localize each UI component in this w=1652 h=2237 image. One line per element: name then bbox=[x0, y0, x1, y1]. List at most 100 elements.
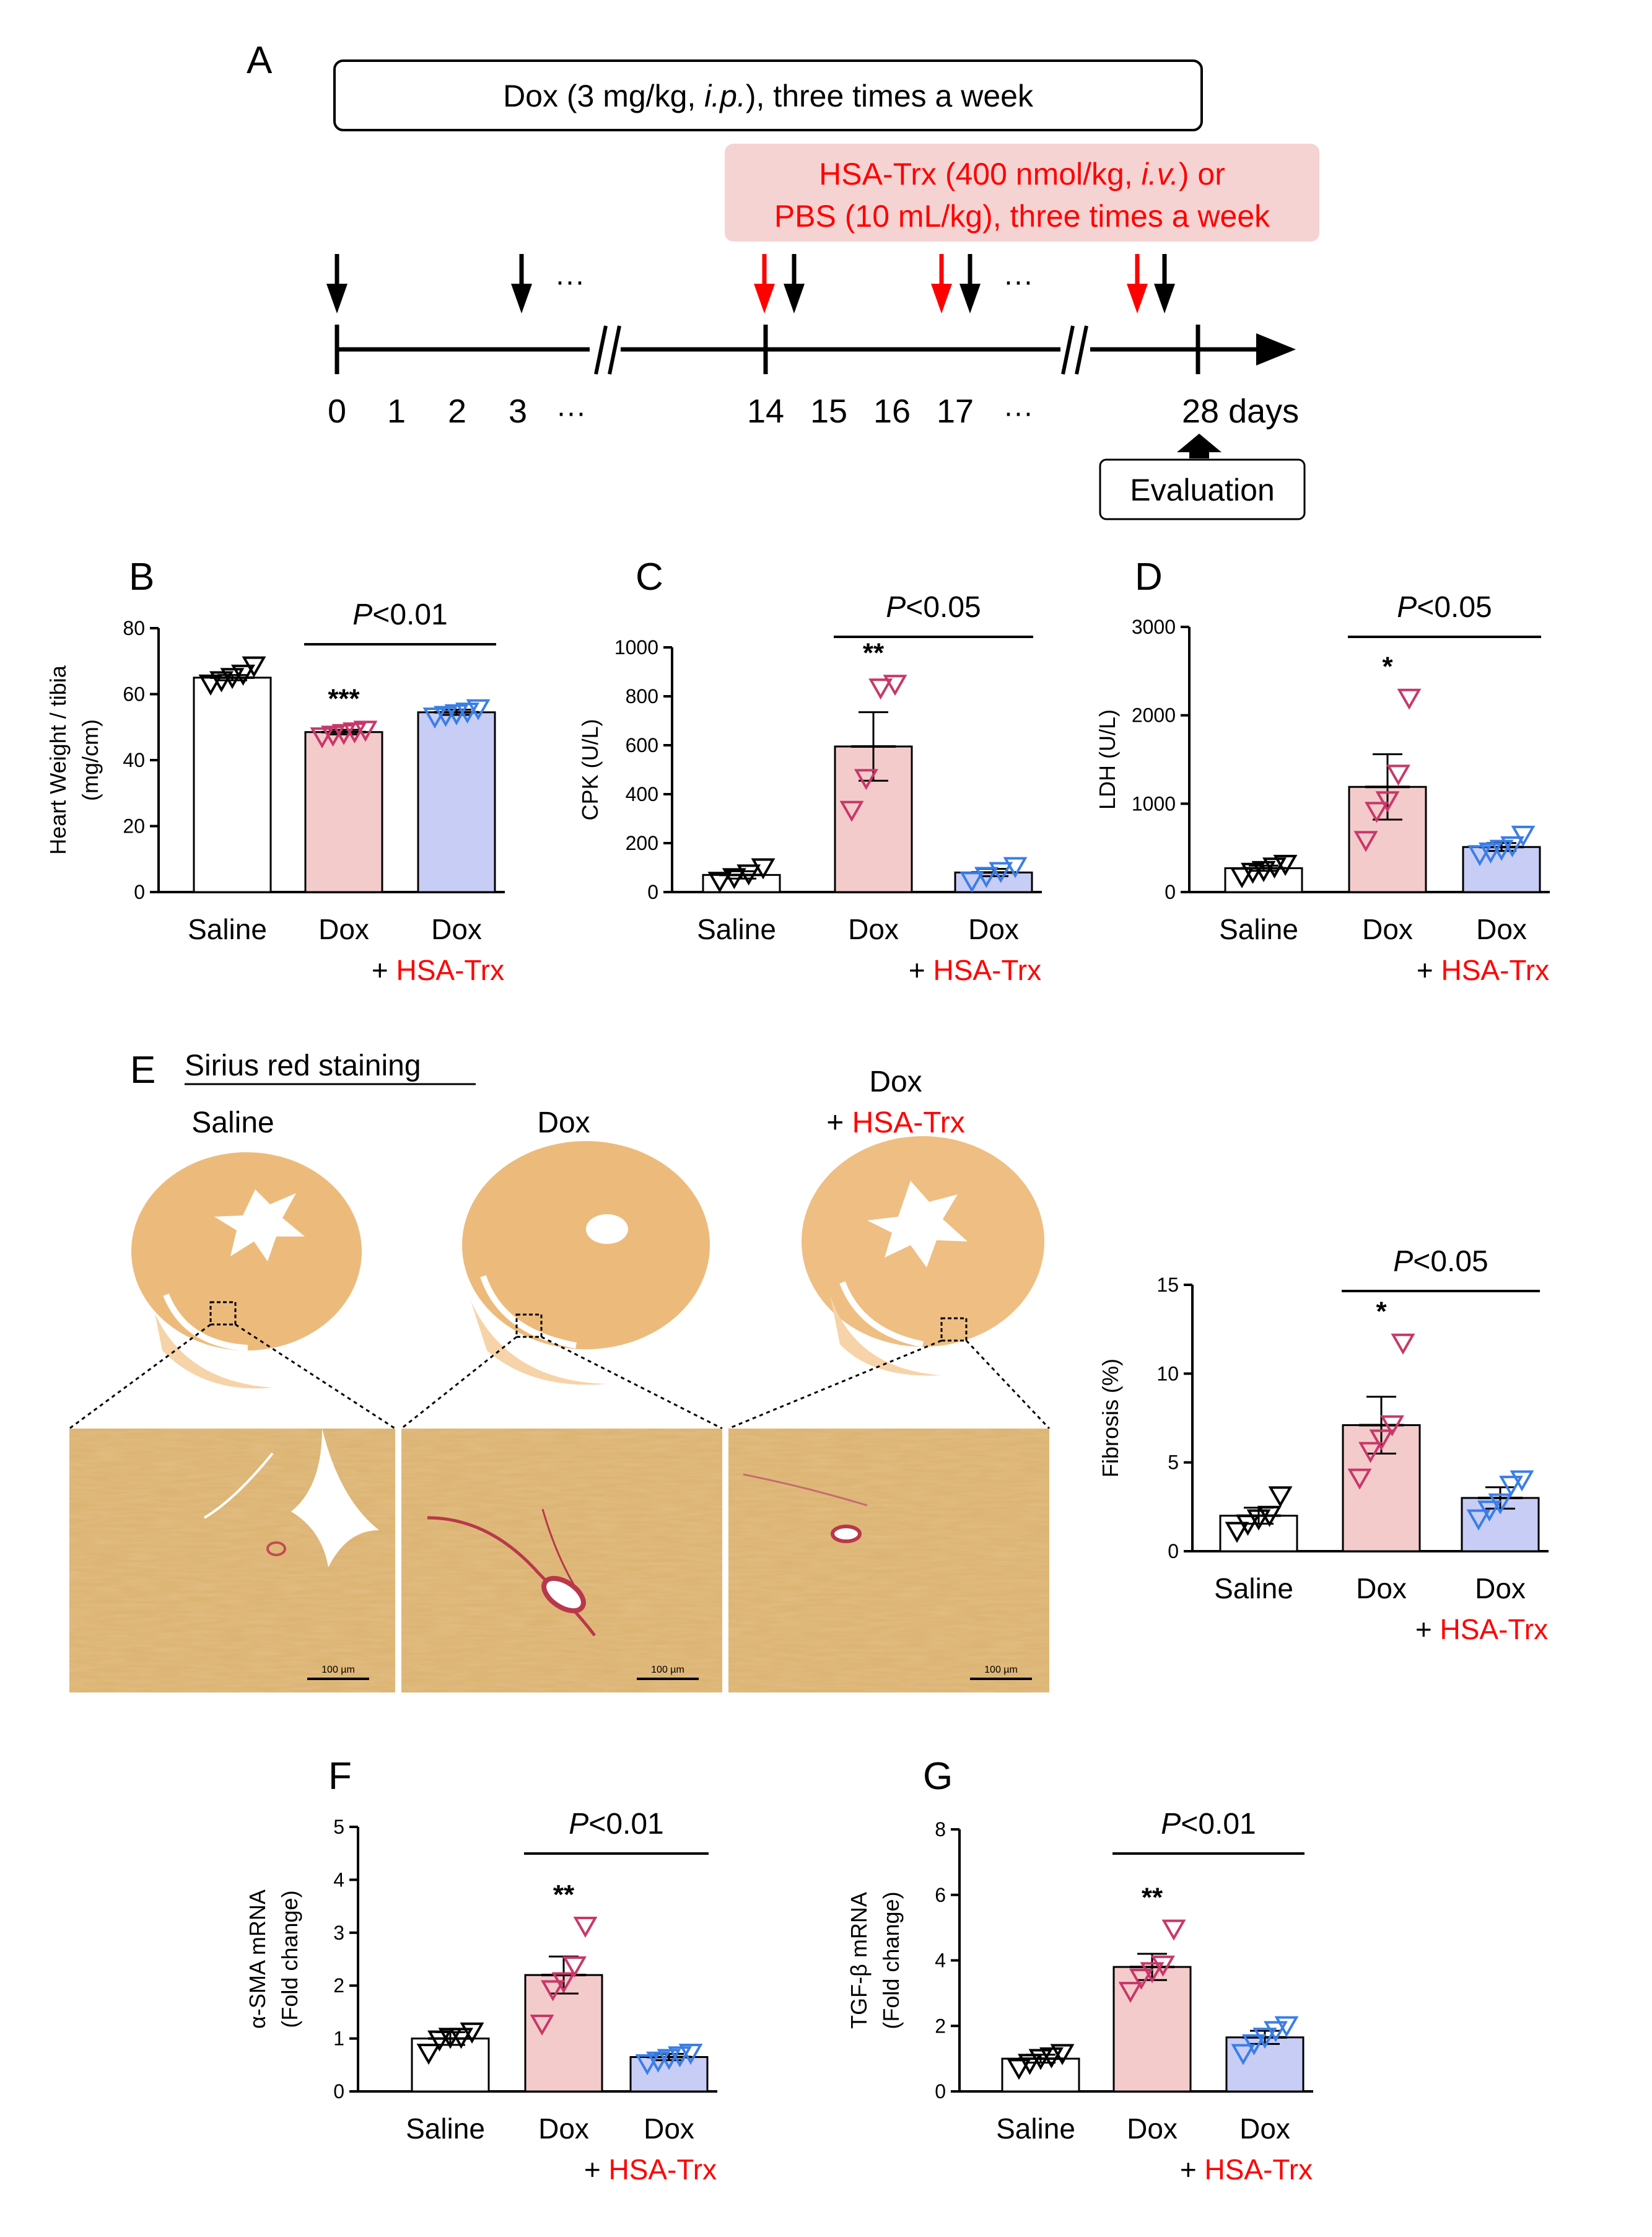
data-point bbox=[310, 727, 334, 749]
data-point bbox=[562, 1956, 587, 1978]
dose-arrow bbox=[784, 254, 805, 313]
data-point bbox=[1252, 2028, 1277, 2049]
macro-section-dox bbox=[462, 1141, 710, 1385]
data-point bbox=[1273, 854, 1298, 876]
category-label-dox: Dox bbox=[848, 913, 899, 945]
y-tick-label: 5 bbox=[1168, 1451, 1179, 1474]
panel-letter-d: D bbox=[1135, 556, 1163, 598]
y-tick-label: 3000 bbox=[1132, 616, 1176, 638]
dose-arrow bbox=[1127, 254, 1148, 313]
category-label-hsa-trx: + HSA-Trx bbox=[909, 954, 1041, 986]
data-point bbox=[1018, 2054, 1042, 2075]
category-label-dox-hsa: Dox bbox=[968, 913, 1019, 945]
category-label-dox-hsa: Dox bbox=[1475, 1572, 1526, 1604]
bar bbox=[1112, 1966, 1192, 2093]
y-tick-label: 0 bbox=[935, 2080, 946, 2103]
hsa-schedule-line-2: PBS (10 mL/kg), three times a week bbox=[774, 199, 1270, 234]
data-point bbox=[1007, 2059, 1031, 2080]
p-value-label: P<0.05 bbox=[886, 591, 981, 624]
category-label-dox-hsa: Dox bbox=[431, 913, 482, 945]
data-point bbox=[751, 858, 776, 880]
dose-arrow bbox=[754, 254, 775, 313]
data-point bbox=[353, 720, 378, 742]
ellipsis-3: ··· bbox=[556, 396, 586, 429]
data-point bbox=[1230, 867, 1254, 888]
y-tick-label: 800 bbox=[626, 685, 658, 707]
data-point bbox=[231, 664, 255, 686]
data-point bbox=[1039, 2047, 1064, 2068]
y-tick-label: 60 bbox=[123, 683, 145, 706]
day-label-16: 16 bbox=[873, 393, 911, 430]
y-tick-label: 1000 bbox=[614, 636, 658, 659]
y-tick-label: 0 bbox=[647, 881, 658, 903]
category-label-dox: Dox bbox=[1127, 2112, 1178, 2145]
y-tick-label: 0 bbox=[134, 881, 145, 903]
y-tick-label: 0 bbox=[333, 2080, 344, 2103]
y-tick-label: 200 bbox=[626, 832, 658, 854]
data-point bbox=[1397, 688, 1422, 710]
data-point bbox=[657, 2049, 681, 2070]
dose-arrow bbox=[326, 254, 347, 313]
data-point bbox=[1050, 2044, 1075, 2065]
significance-stars: ** bbox=[1142, 1883, 1163, 1913]
p-value-label: P<0.01 bbox=[569, 1808, 663, 1841]
day-label-15: 15 bbox=[810, 393, 847, 430]
data-point bbox=[1236, 1515, 1260, 1536]
data-point bbox=[646, 2051, 670, 2073]
data-point bbox=[343, 722, 367, 744]
data-point bbox=[1489, 839, 1514, 861]
y-tick-label: 0 bbox=[1168, 1540, 1179, 1562]
histology-column-hsa-line-2: + HSA-Trx bbox=[826, 1106, 965, 1139]
panel-e-histology: E Sirius red staining Saline Dox Dox + H… bbox=[69, 1049, 1051, 1692]
y-tick-label: 0 bbox=[1165, 881, 1176, 903]
data-point bbox=[989, 862, 1013, 883]
histology-column-hsa-line-1: Dox bbox=[869, 1066, 922, 1098]
data-point bbox=[868, 678, 893, 700]
panel-letter-b: B bbox=[129, 556, 154, 598]
data-point bbox=[1140, 1962, 1165, 1984]
p-value-bracket: P<0.05 bbox=[1348, 591, 1541, 638]
data-point bbox=[1375, 791, 1400, 813]
dose-arrow bbox=[1154, 254, 1175, 313]
category-label-hsa-trx: + HSA-Trx bbox=[1415, 1613, 1548, 1645]
category-label-hsa-trx: + HSA-Trx bbox=[372, 954, 504, 986]
data-point bbox=[1380, 1415, 1404, 1437]
category-label-saline: Saline bbox=[1219, 913, 1298, 945]
data-point bbox=[551, 1972, 576, 1994]
p-value-label: P<0.01 bbox=[352, 598, 447, 631]
category-label-saline: Saline bbox=[1214, 1572, 1293, 1604]
panel-letter-f: F bbox=[328, 1755, 352, 1798]
y-tick-label: 1000 bbox=[1132, 792, 1176, 815]
data-point bbox=[678, 2043, 703, 2065]
data-point bbox=[1391, 1333, 1415, 1355]
day-label-17: 17 bbox=[937, 393, 974, 430]
category-label-dox-hsa: Dox bbox=[1476, 913, 1527, 945]
hsa-schedule-line-1: HSA-Trx (400 nmol/kg, i.v.) or bbox=[819, 157, 1225, 191]
category-label-dox: Dox bbox=[538, 2112, 589, 2145]
data-point bbox=[1161, 1919, 1186, 1941]
data-point bbox=[1467, 845, 1492, 867]
y-axis-label: Fibrosis (%) bbox=[1098, 1359, 1123, 1477]
dose-arrow bbox=[931, 254, 952, 313]
significance-stars: *** bbox=[328, 683, 360, 714]
data-point bbox=[736, 864, 761, 886]
data-point bbox=[242, 656, 266, 678]
day-label-2: 2 bbox=[448, 393, 466, 430]
data-point bbox=[1251, 860, 1276, 882]
p-value-label: P<0.05 bbox=[1393, 1245, 1488, 1278]
data-point bbox=[541, 1980, 565, 2002]
data-point bbox=[573, 1916, 598, 1938]
data-point bbox=[1151, 1955, 1175, 1977]
y-tick-label: 80 bbox=[123, 617, 145, 639]
panel-letter-e: E bbox=[130, 1049, 155, 1092]
data-point bbox=[974, 867, 999, 888]
data-point bbox=[1118, 1982, 1143, 2003]
y-tick-label: 5 bbox=[333, 1816, 344, 1838]
sirius-red-title: Sirius red staining bbox=[185, 1049, 421, 1082]
data-point bbox=[321, 725, 345, 747]
data-point bbox=[635, 2054, 660, 2076]
data-point bbox=[959, 872, 984, 893]
data-point bbox=[1225, 1521, 1249, 1543]
